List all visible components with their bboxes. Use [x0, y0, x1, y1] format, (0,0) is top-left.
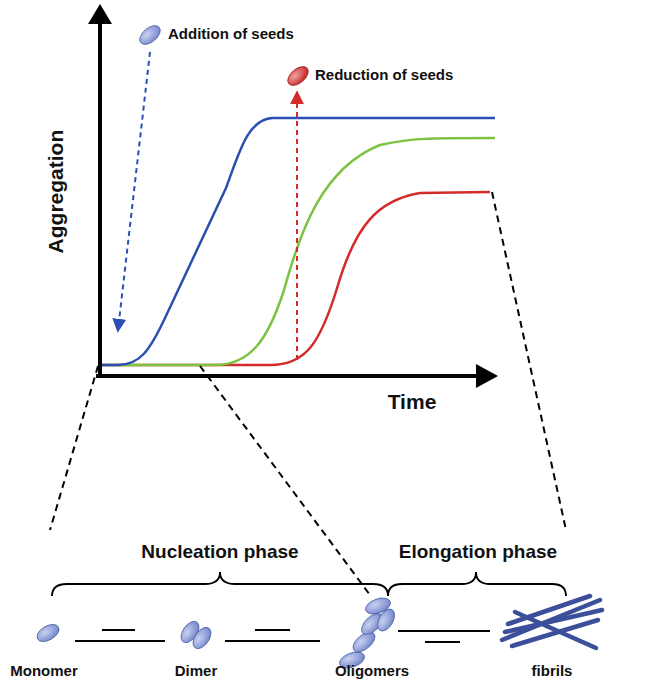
axes: [88, 4, 498, 388]
zoom-lines: [50, 192, 566, 595]
species-label: Dimer: [175, 663, 218, 680]
species-label: Monomer: [10, 663, 78, 680]
annotation: Reduction of seeds: [315, 67, 453, 84]
species-label: Oligomers: [335, 663, 409, 680]
green-curve: [102, 138, 495, 365]
seed-blue: [136, 22, 163, 48]
equilibrium-lines: [75, 630, 490, 642]
annotation: Addition of seeds: [168, 26, 294, 43]
seed-red: [284, 63, 311, 89]
species: [34, 595, 398, 671]
elongation-brace: [388, 572, 566, 596]
reduction-arrow: [296, 93, 298, 360]
axis-title: Time: [388, 390, 437, 413]
axis-title: Aggregation: [44, 130, 67, 254]
addition-arrow: [118, 52, 150, 330]
fibrils: [502, 596, 602, 648]
phase-label: Nucleation phase: [141, 542, 298, 563]
species-label: fibrils: [532, 663, 573, 680]
blue-curve: [102, 118, 495, 365]
phase-label: Elongation phase: [399, 542, 557, 563]
nucleation-brace: [52, 572, 388, 596]
